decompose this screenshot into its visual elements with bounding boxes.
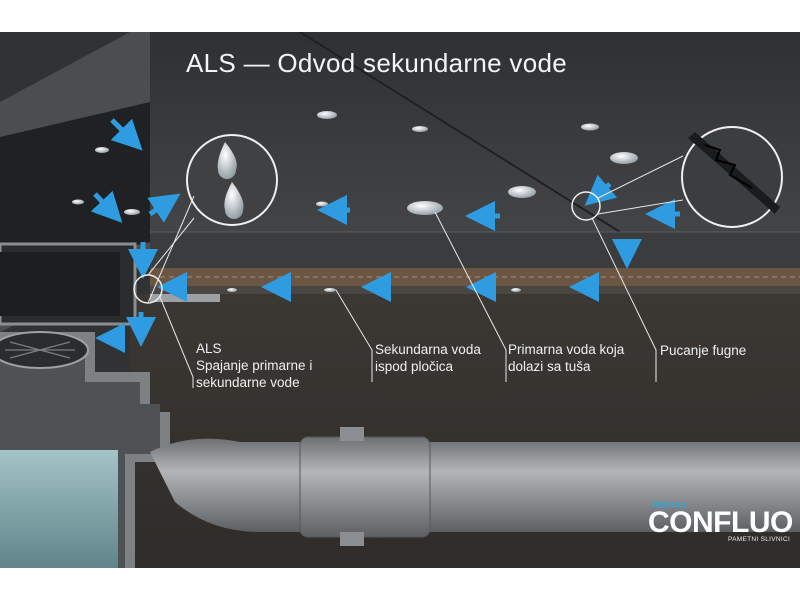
water [0, 450, 118, 568]
secondary-water-label: Sekundarna voda ispod pločica [375, 341, 481, 375]
secondary-water-line2: ispod pločica [375, 358, 481, 375]
als-label: ALS Spajanje primarne i sekundarne vode [196, 340, 312, 391]
brand-tagline: PAMETNI SLIVNICI [728, 536, 790, 543]
diagram-stage: ALS — Odvod sekundarne vode ALS Spajanje… [0, 32, 800, 568]
als-label-line2: Spajanje primarne i [196, 357, 312, 374]
primary-water-line2: dolazi sa tuša [508, 358, 624, 375]
diagram-title: ALS — Odvod sekundarne vode [186, 48, 567, 79]
secondary-water-line1: Sekundarna voda [375, 341, 481, 358]
primary-water-line1: Primarna voda koja [508, 341, 624, 358]
zoom-circle-droplets [187, 135, 277, 225]
zoom-circle-crack [682, 127, 782, 227]
crack-label: Pucanje fugne [660, 342, 746, 359]
drain-cross-section [0, 32, 800, 568]
als-label-line3: sekundarne vode [196, 374, 312, 391]
brand-logo: CONFLUO [648, 506, 793, 540]
primary-water-label: Primarna voda koja dolazi sa tuša [508, 341, 624, 375]
als-label-line1: ALS [196, 340, 312, 357]
